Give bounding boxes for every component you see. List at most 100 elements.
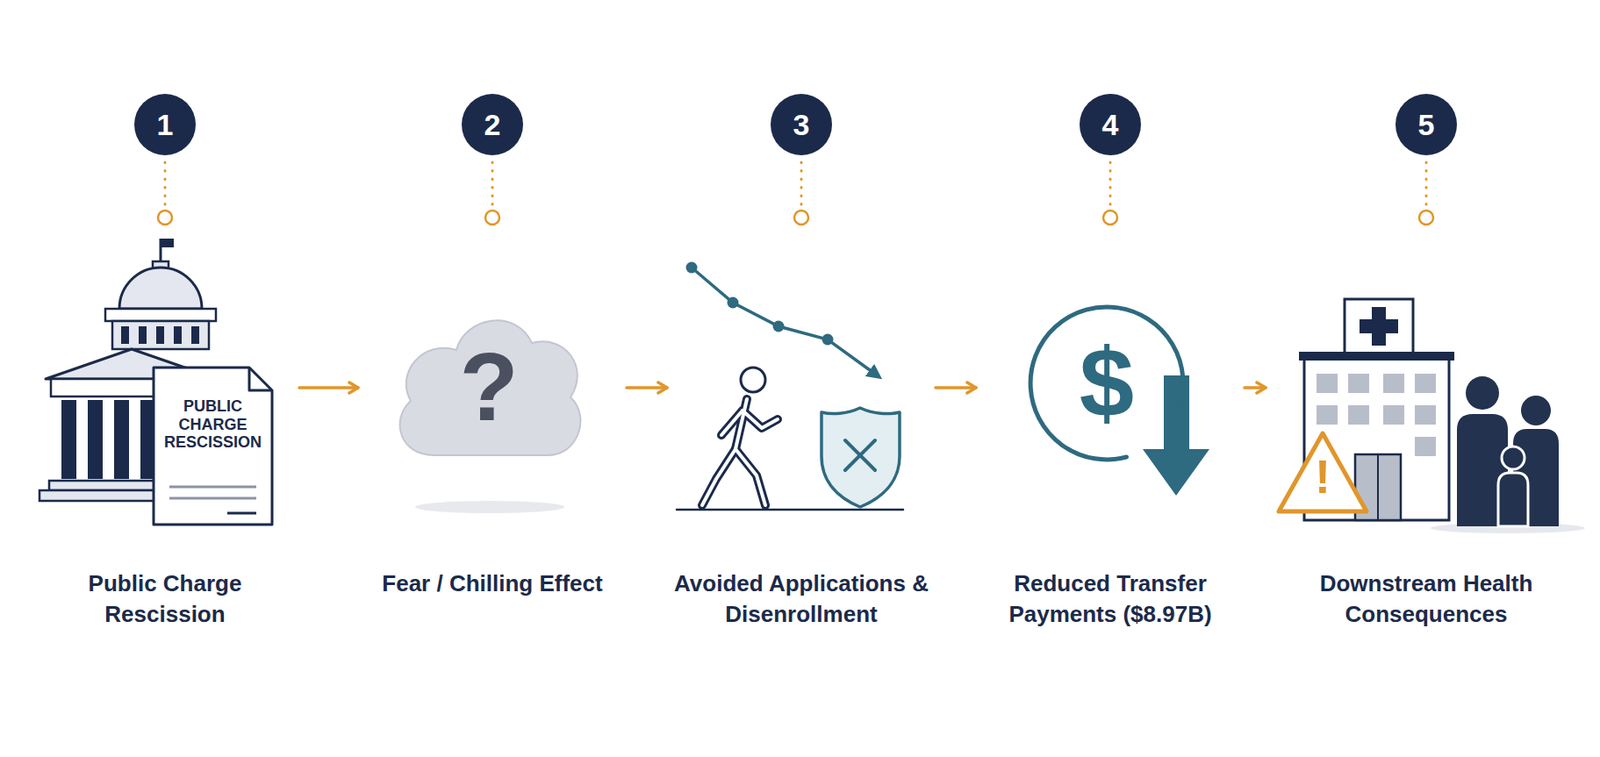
connector-group [157,162,173,225]
hospital-building [1298,351,1455,361]
declining-chart [773,321,785,333]
capitol-building [114,400,130,480]
process-step: Public Charge Rescission PUBLIC CHARGE RE… [37,226,293,636]
hospital-building [1298,299,1455,521]
hospital-building [1377,454,1379,521]
connector-group [1244,387,1266,389]
hospital-building [1316,373,1338,394]
warning-triangle-text: ! [1314,452,1331,501]
capitol-building [121,326,130,345]
connector-group [794,162,809,225]
step-label: Downstream Health Consequences [1272,568,1580,631]
walking-person [735,449,766,506]
hospital-building [1383,373,1405,394]
walking-person [735,449,766,506]
step-number: 3 [770,93,833,156]
step-number: 1 [134,93,196,156]
family-figures [1430,376,1586,534]
family-figures [1521,395,1551,426]
declining-chart [691,267,876,375]
document-icon: PUBLIC CHARGE RESCISSION [150,364,276,529]
document-icon-outline [227,512,257,516]
walking-person [676,367,904,510]
connector-ring [157,210,173,225]
hospital-building [1414,405,1436,425]
hospital-building [1344,299,1414,354]
step-label: Public Charge Rescission [37,568,293,631]
dollar-circle: $ [1026,303,1187,464]
process-step: Reduced Transfer Payments ($8.97B) $ [982,226,1238,636]
document-icon-text: PUBLIC CHARGE RESCISSION [155,397,271,453]
document-icon-outline [153,367,273,525]
hospital-building [1348,405,1370,425]
step-number-text: 1 [157,109,174,140]
connector-group [1419,162,1434,225]
document-icon-outline [169,486,257,489]
walking-person [702,399,778,506]
walking-person [676,509,904,512]
capitol-building [119,267,202,309]
declining-chart [686,262,877,376]
process-step: Downstream Health Consequences! [1272,226,1580,636]
dotted-leader [491,162,495,209]
walking-person [735,399,747,450]
warning-triangle-outline [1278,433,1367,512]
family-figures [1498,473,1529,527]
step-number: 2 [461,93,524,156]
capitol-building [138,326,147,345]
hospital-building [1414,437,1436,457]
step-label: Avoided Applications & Disenrollment [674,568,929,631]
flow-arrow [299,386,359,390]
family-figures [1465,376,1500,410]
question-cloud: ? [387,301,590,480]
connector-group [1103,162,1118,225]
down-arrow [1142,449,1210,496]
hospital-building [1359,319,1399,334]
warning-triangle: ! [1274,428,1371,518]
capitol-building [87,400,103,480]
dotted-leader [1425,162,1428,209]
walking-person [742,410,778,429]
hospital-building [1383,405,1405,425]
declining-chart [727,297,740,309]
capitol-building [112,321,209,350]
question-cloud-outline [400,320,582,456]
flow-arrow [626,386,668,390]
connector-group [935,387,976,389]
walking-person [742,410,778,429]
cloud-shadow [415,501,565,514]
connector-ring [794,210,809,225]
capitol-building [156,326,165,345]
connector-ring [485,210,500,225]
step-label: Fear / Chilling Effect [365,568,620,600]
walking-person [702,449,736,506]
connector-ring [1103,210,1118,225]
step-number: 5 [1395,93,1457,156]
capitol-building [173,326,182,345]
family-figures [1501,446,1525,470]
shield-icon [821,408,900,508]
dollar-circle-text: $ [1079,334,1134,433]
question-cloud-text: ? [459,338,518,436]
step-number-text: 4 [1102,109,1120,140]
dollar-circle-outline [1030,307,1184,460]
capitol-building [61,400,77,480]
document-icon-outline [249,367,273,391]
connector-group [626,387,668,389]
step-number: 4 [1079,93,1141,156]
step-label: Reduced Transfer Payments ($8.97B) [982,568,1238,631]
down-arrow [1142,375,1210,496]
capitol-building [105,308,216,322]
capitol-building [160,238,174,248]
hospital-building [1348,373,1370,394]
shield-icon [845,440,876,471]
step-number-text: 3 [793,109,811,140]
dotted-leader [164,162,167,209]
step-number-text: 5 [1418,109,1435,140]
shield-icon [845,440,876,471]
dotted-leader [1109,162,1113,209]
connector-ring [1419,210,1434,225]
capitol-building [191,326,200,345]
process-step: Avoided Applications & Disenrollment [674,226,929,636]
flow-arrow [935,386,976,390]
